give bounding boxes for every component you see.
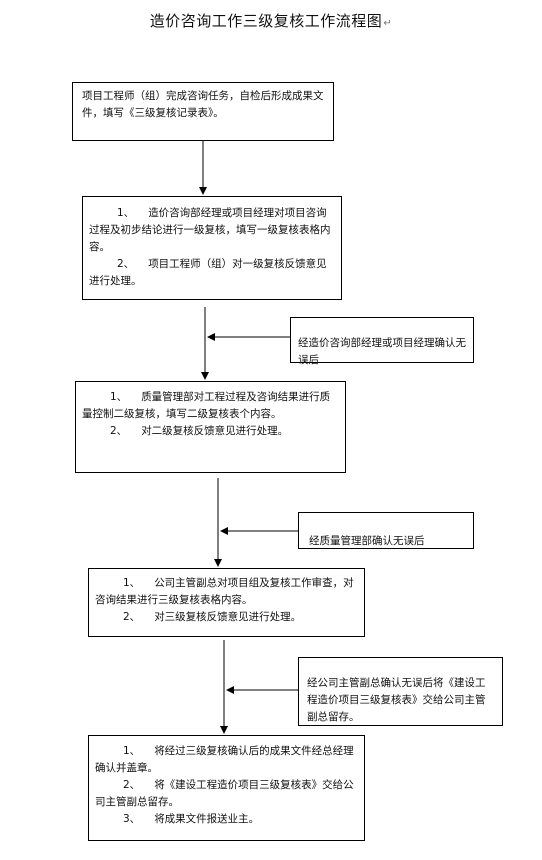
note-3-box: 经公司主管副总确认无误后将《建设工程造价项目三级复核表》交给公司主管副总留存。 <box>298 657 503 726</box>
level2-box: 1、质量管理部对工程过程及咨询结果进行质量控制二级复核，填写二级复核表个内容。 … <box>75 381 346 473</box>
final-item-1-text: 将经过三级复核确认后的成果文件经总经理确认并盖章。 <box>95 745 354 774</box>
level3-item-1-num: 1、 <box>123 577 141 589</box>
level3-item-1: 1、公司主管副总对项目组及复核工作审查，对咨询结果进行三级复核表格内容。 <box>95 575 358 609</box>
level1-item-2-text: 项目工程师（组）对一级复核反馈意见进行处理。 <box>89 258 327 287</box>
level3-item-2: 2、 对三级复核反馈意见进行处理。 <box>95 609 358 626</box>
final-item-1-num: 1、 <box>123 745 141 757</box>
level1-box: 1、造价咨询部经理或项目经理对项目咨询过程及初步结论进行一级复核，填写一级复核表… <box>82 196 342 300</box>
level2-item-1-text: 质量管理部对工程过程及咨询结果进行质量控制二级复核，填写二级复核表个内容。 <box>82 391 331 420</box>
level3-item-2-text: 对三级复核反馈意见进行处理。 <box>154 611 302 623</box>
level2-item-2: 2、 对二级复核反馈意见进行处理。 <box>82 423 339 440</box>
page-title: 造价咨询工作三级复核工作流程图↵ <box>0 10 542 31</box>
start-text: 项目工程师（组）完成咨询任务，自检后形成成果文件，填写《三级复核记录表》。 <box>82 90 324 119</box>
start-box: 项目工程师（组）完成咨询任务，自检后形成成果文件，填写《三级复核记录表》。 <box>72 82 334 141</box>
note-2-text: 经质量管理部确认无误后 <box>309 534 425 547</box>
note-1-text: 经造价咨询部经理或项目经理确认无误后 <box>298 336 466 366</box>
level1-item-1: 1、造价咨询部经理或项目经理对项目咨询过程及初步结论进行一级复核，填写一级复核表… <box>89 205 335 256</box>
level3-box: 1、公司主管副总对项目组及复核工作审查，对咨询结果进行三级复核表格内容。 2、 对… <box>88 568 365 637</box>
final-item-3-num: 3、 <box>123 813 141 825</box>
title-text: 造价咨询工作三级复核工作流程图 <box>149 12 383 30</box>
level1-item-1-text: 造价咨询部经理或项目经理对项目咨询过程及初步结论进行一级复核，填写一级复核表格内… <box>89 207 331 253</box>
final-item-1: 1、将经过三级复核确认后的成果文件经总经理确认并盖章。 <box>95 743 358 777</box>
level2-item-2-text: 对二级复核反馈意见进行处理。 <box>141 425 289 437</box>
final-item-2: 2、将《建设工程造价项目三级复核表》交给公司主管副总留存。 <box>95 777 358 811</box>
level3-item-1-text: 公司主管副总对项目组及复核工作审查，对咨询结果进行三级复核表格内容。 <box>95 577 354 606</box>
final-item-3-text: 将成果文件报送业主。 <box>154 813 260 825</box>
final-item-2-num: 2、 <box>123 779 141 791</box>
final-box: 1、将经过三级复核确认后的成果文件经总经理确认并盖章。 2、将《建设工程造价项目… <box>88 735 365 841</box>
return-mark-icon: ↵ <box>383 18 393 29</box>
final-item-3: 3、 将成果文件报送业主。 <box>95 811 358 828</box>
note-3-text: 经公司主管副总确认无误后将《建设工程造价项目三级复核表》交给公司主管副总留存。 <box>307 676 486 723</box>
level1-item-1-num: 1、 <box>117 207 135 219</box>
level1-item-2-num: 2、 <box>117 258 135 270</box>
level2-item-2-num: 2、 <box>110 425 128 437</box>
level1-item-2: 2、项目工程师（组）对一级复核反馈意见进行处理。 <box>89 256 335 290</box>
note-1-box: 经造价咨询部经理或项目经理确认无误后 <box>290 317 474 366</box>
level3-item-2-num: 2、 <box>123 611 141 623</box>
note-2-box: 经质量管理部确认无误后 <box>298 512 474 549</box>
level2-item-1: 1、质量管理部对工程过程及咨询结果进行质量控制二级复核，填写二级复核表个内容。 <box>82 389 339 423</box>
final-item-2-text: 将《建设工程造价项目三级复核表》交给公司主管副总留存。 <box>95 779 354 808</box>
level2-item-1-num: 1、 <box>110 391 128 403</box>
